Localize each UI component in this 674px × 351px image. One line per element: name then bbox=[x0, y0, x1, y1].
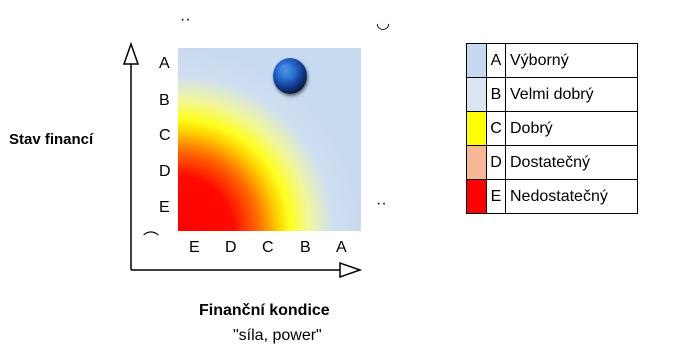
sad-face-icon: ⌒ bbox=[143, 232, 160, 249]
legend-letter: E bbox=[486, 179, 506, 214]
neutral-face-icon: ·· bbox=[180, 11, 191, 28]
legend-row: D Dostatečný bbox=[466, 145, 638, 180]
y-axis-arrowhead bbox=[122, 41, 140, 65]
x-axis-sublabel: "síla, power" bbox=[233, 327, 322, 344]
globe-icon bbox=[273, 58, 307, 94]
legend-row: B Velmi dobrý bbox=[466, 77, 638, 112]
x-grade-label: C bbox=[262, 239, 274, 256]
x-axis-label: Finanční kondice bbox=[199, 302, 330, 319]
legend-label: Nedostatečný bbox=[505, 179, 638, 214]
neutral-face-icon: ·· bbox=[376, 195, 387, 212]
x-grade-label: D bbox=[225, 239, 237, 256]
legend-swatch bbox=[466, 179, 487, 214]
legend-label: Dobrý bbox=[505, 111, 638, 146]
x-grade-label: E bbox=[189, 239, 200, 256]
smiley-face-icon: ◡ bbox=[376, 15, 390, 32]
y-grade-label: B bbox=[159, 92, 170, 109]
y-grade-label: C bbox=[159, 127, 171, 144]
y-axis-label: Stav financí bbox=[9, 131, 94, 148]
legend-letter: B bbox=[486, 77, 506, 112]
legend-swatch bbox=[466, 111, 487, 146]
legend-row: C Dobrý bbox=[466, 111, 638, 146]
legend-label: Výborný bbox=[505, 43, 638, 78]
legend-letter: C bbox=[486, 111, 506, 146]
legend-letter: D bbox=[486, 145, 506, 180]
legend-label: Dostatečný bbox=[505, 145, 638, 180]
x-grade-label: B bbox=[300, 239, 311, 256]
legend-label: Velmi dobrý bbox=[505, 77, 638, 112]
risk-gradient-area bbox=[178, 48, 361, 231]
legend-swatch bbox=[466, 77, 487, 112]
legend-table: A Výborný B Velmi dobrý C Dobrý D Dostat… bbox=[466, 43, 638, 214]
x-grade-label: A bbox=[336, 239, 347, 256]
legend-letter: A bbox=[486, 43, 506, 78]
y-grade-label: D bbox=[159, 163, 171, 180]
legend-swatch bbox=[466, 43, 487, 78]
legend-row: A Výborný bbox=[466, 43, 638, 78]
x-axis-arrowhead bbox=[339, 261, 363, 279]
legend-swatch bbox=[466, 145, 487, 180]
legend-row: E Nedostatečný bbox=[466, 179, 638, 214]
y-grade-label: E bbox=[159, 199, 170, 216]
y-grade-label: A bbox=[159, 55, 170, 72]
